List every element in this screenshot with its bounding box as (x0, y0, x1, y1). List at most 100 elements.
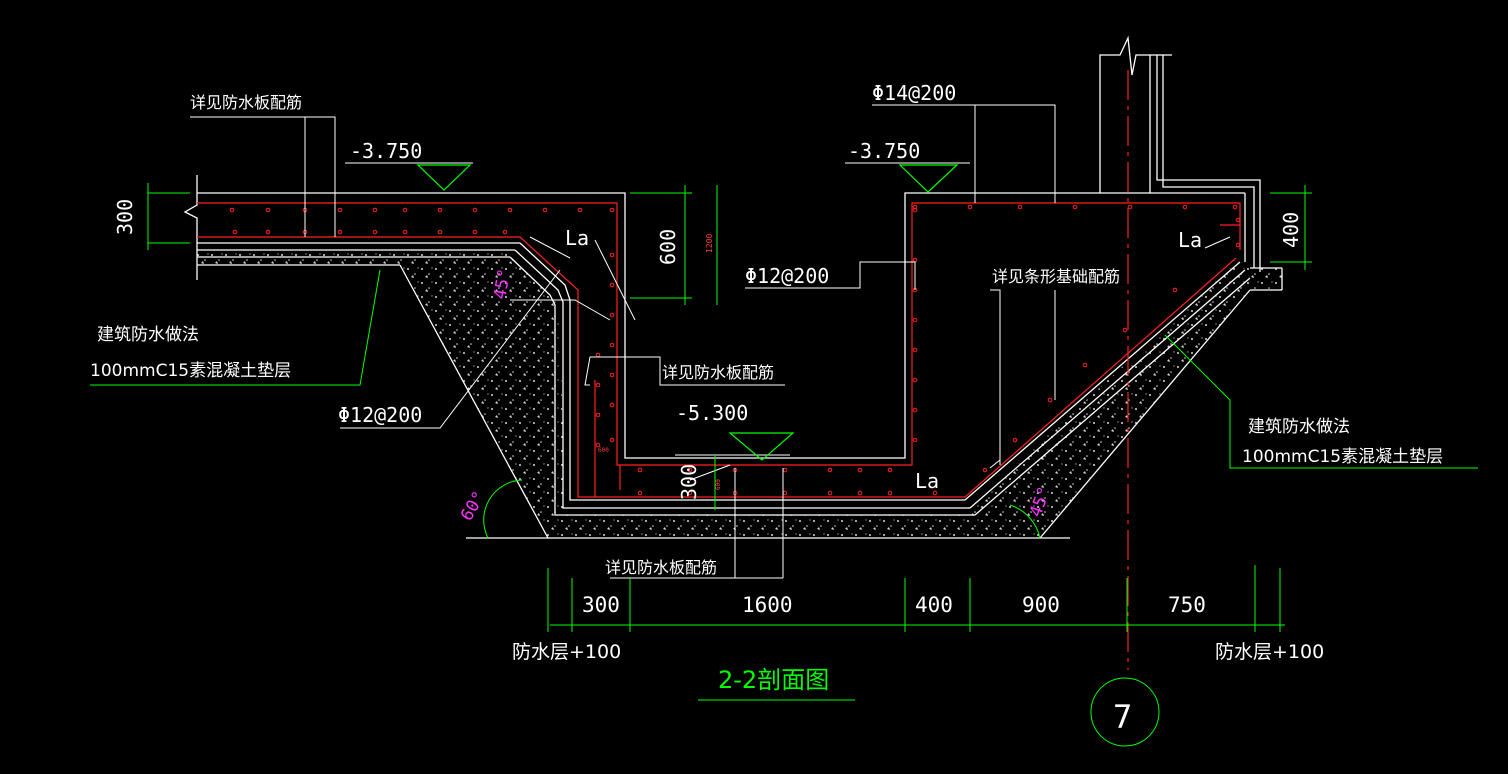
dim-bottom-1600: 1600 (742, 593, 793, 617)
rebar-dot (782, 490, 788, 496)
rebar-dot (577, 207, 583, 213)
drawing-title: 2-2剖面图 (718, 666, 829, 694)
dim-pit-depth: 600 (656, 229, 680, 265)
rebar-dot (1047, 397, 1053, 403)
rebar-dot (932, 490, 938, 496)
rebar-dot (337, 207, 343, 213)
dim-right-offset: 防水层+100 (1215, 641, 1324, 663)
rebar-dot (402, 207, 408, 213)
rebar-dot (1235, 242, 1241, 248)
elevation-right-top: -3.750 (848, 139, 920, 163)
dim-step-small: 600 (598, 447, 609, 454)
rebar-dot (609, 282, 615, 288)
dim-step-height: 300 (677, 464, 701, 500)
rebar-dot (232, 229, 238, 235)
rebar-label-top-right: Φ14@200 (872, 81, 956, 105)
rebar-dot (609, 372, 615, 378)
axis-label: 7 (1113, 698, 1132, 736)
rebar-dot (472, 207, 478, 213)
rebar-dot (982, 467, 988, 473)
rebar-dot (609, 252, 615, 258)
rebar-dot (265, 207, 271, 213)
rebar-dot (912, 347, 918, 353)
rebar-dot (912, 317, 918, 323)
rebar-dot (687, 467, 693, 473)
note-waterproof-slab-bottom: 详见防水板配筋 (605, 558, 717, 577)
la-left: La (565, 226, 589, 250)
elevation-markers (416, 164, 959, 461)
la-right: La (1178, 228, 1202, 252)
dim-left-offset: 防水层+100 (512, 641, 621, 663)
rebar-dot (967, 204, 973, 210)
rebar-dot (912, 377, 918, 383)
dim-pit-depth-small: 1200 (705, 234, 714, 253)
rebar-dot (402, 229, 408, 235)
rebar-dot (857, 467, 863, 473)
rebar-dot (827, 467, 833, 473)
dim-bottom-750: 750 (1168, 593, 1206, 617)
rebar-dot (609, 207, 615, 213)
dim-right-slab: 400 (1279, 212, 1303, 248)
rebar-dot (782, 467, 788, 473)
note-left-waterproofing-1: 建筑防水做法 (97, 325, 199, 345)
dimension-lines (90, 183, 1478, 747)
rebar-dot (437, 229, 443, 235)
rebar-dot (265, 229, 271, 235)
rebar-dot (437, 207, 443, 213)
dim-step-small-2: 600 (715, 479, 722, 490)
rebar-dot (595, 382, 601, 388)
note-right-waterproofing-1: 建筑防水做法 (1248, 417, 1350, 437)
rebar-dot (1012, 437, 1018, 443)
rebar-dot (542, 207, 548, 213)
rebar-dot (507, 207, 513, 213)
dim-slab-left: 300 (113, 199, 137, 235)
elevation-left-top: -3.750 (350, 139, 422, 163)
rebar-dot (595, 412, 601, 418)
rebar-dot (609, 342, 615, 348)
rebar-dot (595, 352, 601, 358)
rebar-dot (1082, 362, 1088, 368)
rebar-label-left-slope: Φ12@200 (338, 403, 422, 427)
angle-left-bottom: 60° (457, 488, 490, 525)
rebar-dot (912, 207, 918, 213)
rebar-dot (1127, 204, 1133, 210)
rebar-dot (1122, 327, 1128, 333)
la-bottom: La (915, 469, 939, 493)
rebar-dot (1232, 204, 1238, 210)
rebar-dot (609, 312, 615, 318)
note-waterproof-slab-mid: 详见防水板配筋 (662, 363, 774, 382)
labels: 详见防水板配筋 -3.750 Φ14@200 -3.750 La La La Φ… (90, 81, 1443, 736)
rebar-dot (887, 467, 893, 473)
concrete-cushion (197, 250, 1282, 538)
rebar-dot (912, 407, 918, 413)
rebar-dot (637, 490, 643, 496)
rebar-dot (912, 204, 918, 210)
dim-bottom-300: 300 (582, 593, 620, 617)
leader-lines (190, 104, 1231, 579)
rebar-dot (595, 442, 601, 448)
rebar-dot (857, 490, 863, 496)
elevation-pit-bottom: -5.300 (676, 401, 748, 425)
rebar-dot (912, 437, 918, 443)
dim-bottom-900: 900 (1022, 593, 1060, 617)
rebar-dot (372, 207, 378, 213)
rebar-dot (887, 490, 893, 496)
rebar-dot (609, 402, 615, 408)
rebar-dot (472, 229, 478, 235)
rebar-dot (912, 257, 918, 263)
rebar-lines (197, 70, 1241, 670)
rebar-dot (687, 490, 693, 496)
structure-outline (183, 35, 1283, 539)
rebar-dot (372, 229, 378, 235)
rebar-dot (337, 229, 343, 235)
dim-bottom-400: 400 (915, 593, 953, 617)
rebar-dot (1182, 204, 1188, 210)
note-strip-foundation: 详见条形基础配筋 (992, 267, 1120, 286)
rebar-dot (1172, 287, 1178, 293)
rebar-label-right-wall: Φ12@200 (745, 264, 829, 288)
note-left-waterproofing-2: 100mmC15素混凝土垫层 (90, 361, 291, 381)
rebar-dot (1235, 217, 1241, 223)
rebar-dot (229, 207, 235, 213)
note-waterproof-slab-top: 详见防水板配筋 (190, 93, 302, 112)
